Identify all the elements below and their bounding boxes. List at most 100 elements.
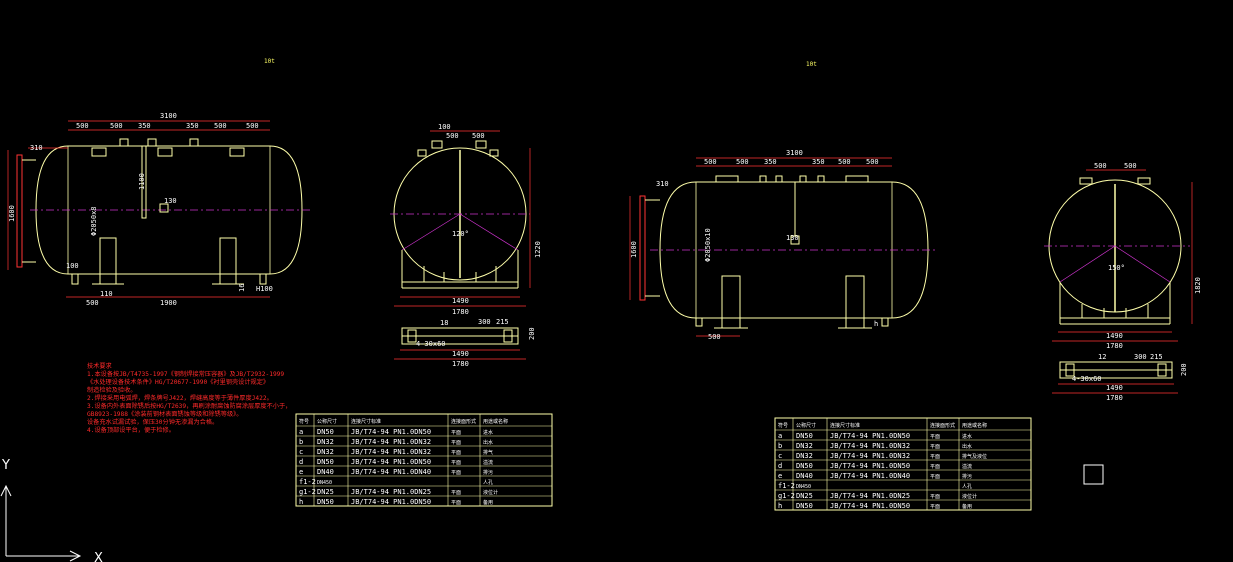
table-left-header-cell: 连接尺寸标准 [351,418,381,425]
right-leg-label: h [874,320,878,328]
table-left-cell: 平面 [451,470,461,476]
left-top-dim-2: 500 [110,122,123,130]
table-right-cell: d [778,462,782,470]
left-end-view [390,130,531,360]
left-bottom-left-dim: 500 [86,299,99,307]
axis-y-label: Y [1,458,10,473]
table-left-cell: JB/T74-94 PN1.0DN25 [351,488,431,496]
cursor-pickbox[interactable] [1083,464,1104,485]
table-right-cell: 溢流 [962,463,972,470]
table-right-cell: g1-2 [778,492,795,500]
left-top-dim-1: 500 [76,122,89,130]
table-left-cell: 平面 [451,440,461,446]
table-left-cell: DN32 [317,438,334,446]
table-right-cell: f1-2 [778,482,795,490]
left-bottom-mid-dim: 1900 [160,299,177,307]
right-saddle-base-inner: 1490 [1106,384,1123,392]
left-end-height: 1220 [534,241,542,258]
left-leg-small-dim: 110 [100,290,113,298]
left-diameter-dim: Φ2050x8 [90,206,98,236]
right-center-dim: 130 [786,234,799,242]
table-left-cell: e [299,468,303,476]
table-right-cell: DN450 [796,484,811,490]
table-right-cell: a [778,432,782,440]
table-left-cell: a [299,428,303,436]
table-left-cell: 排污 [483,469,493,476]
table-left-cell: 平面 [451,430,461,436]
right-end-base-outer: 1780 [1106,342,1123,350]
right-end-view [1044,169,1193,394]
left-inner-height-dim: 1100 [138,173,146,190]
table-left-cell: DN50 [317,498,334,506]
left-top-dim-5: 500 [214,122,227,130]
table-right-cell: DN50 [796,432,813,440]
table-right-cell: 平面 [930,434,940,440]
left-saddle-base-inner: 1490 [452,350,469,358]
left-center-dim: 130 [164,197,177,205]
table-left-cell: c [299,448,303,456]
table-right-header-cell: 公称尺寸 [796,422,816,429]
left-saddle-base-outer: 1780 [452,360,469,368]
table-left-cell: DN40 [317,468,334,476]
right-end-height: 1820 [1194,277,1202,294]
note-line: GB8923-1988《涂装前钢材表面锈蚀等级和除锈等级》。 [87,410,242,418]
table-right-cell: 平面 [930,444,940,450]
left-saddle-hole: 4-30x60 [416,340,446,348]
left-tank-side-view [7,120,310,298]
table-left-cell: h [299,498,303,506]
right-height-dim: 1600 [630,241,638,258]
note-line: 1.本设备按JB/T4735-1997《钢制焊接常压容器》及JB/T2932-1… [87,370,284,378]
left-saddle-dim-3: 215 [496,318,509,326]
table-left-header-cell: 符号 [299,418,309,425]
table-right-cell: DN32 [796,452,813,460]
table-right-header-cell: 符号 [778,422,788,429]
right-saddle-base-outer: 1780 [1106,394,1123,402]
left-overall-dim: 3100 [160,112,177,120]
left-end-dim: 310 [30,144,43,152]
table-left-cell: 溢流 [483,459,493,466]
right-end-top-dim-1: 500 [1094,162,1107,170]
note-line: 设备充水试漏试验，保压30分钟无渗漏为合格。 [87,418,218,426]
table-right-cell: JB/T74-94 PN1.0DN32 [830,442,910,450]
table-left-cell: DN32 [317,448,334,456]
right-saddle-hole: 4-30x60 [1072,375,1102,383]
table-left-cell: JB/T74-94 PN1.0DN40 [351,468,431,476]
right-top-dim-1: 500 [704,158,717,166]
right-end-top-dim-2: 500 [1124,162,1137,170]
table-right-cell: JB/T74-94 PN1.0DN50 [830,502,910,510]
left-saddle-dim-1: 18 [440,319,448,327]
left-end-base-outer: 1780 [452,308,469,316]
note-line: 3.设备内外表面除锈后按HG/T2639，再刷涂耐腐蚀防腐涂层厚度不小于， [87,402,291,410]
note-line: 《水处理设备技术条件》HG/T20677-1990《衬里钢壳设计规定》 [87,378,269,386]
table-right-cell: b [778,442,782,450]
table-right-cell: 进水 [962,433,972,440]
left-leg-dim: 100 [66,262,79,270]
table-left-cell: 进水 [483,429,493,436]
left-saddle-dim-2: 300 [478,318,491,326]
note-line: 4.设备顶部设平台，便于检修。 [87,426,175,434]
table-left-cell: JB/T74-94 PN1.0DN50 [351,428,431,436]
table-right-cell: 排污 [962,473,972,480]
table-right-cell: JB/T74-94 PN1.0DN50 [830,432,910,440]
table-right-cell: JB/T74-94 PN1.0DN32 [830,452,910,460]
table-right-cell: 平面 [930,464,940,470]
left-end-top-dim-3: 500 [472,132,485,140]
table-right-cell: JB/T74-94 PN1.0DN50 [830,462,910,470]
table-left-cell: JB/T74-94 PN1.0DN32 [351,438,431,446]
right-top-dim-4: 350 [812,158,825,166]
table-right-cell: JB/T74-94 PN1.0DN40 [830,472,910,480]
note-line: 2.焊接采用电弧焊，焊条牌号J422，焊缝高度等于薄件厚度J422。 [87,394,273,402]
table-left-header-cell: 连接面形式 [451,418,476,425]
table-left-cell: 平面 [451,460,461,466]
table-left-cell: DN50 [317,458,334,466]
right-title: 10t [806,61,817,68]
table-right-cell: 排气及液位 [962,453,987,460]
table-left-cell: DN25 [317,488,334,496]
table-right-header-cell: 连接尺寸标准 [830,422,860,429]
table-left-cell: JB/T74-94 PN1.0DN50 [351,498,431,506]
table-right-cell: e [778,472,782,480]
table-left-cell: 平面 [451,450,461,456]
table-right-cell: DN40 [796,472,813,480]
